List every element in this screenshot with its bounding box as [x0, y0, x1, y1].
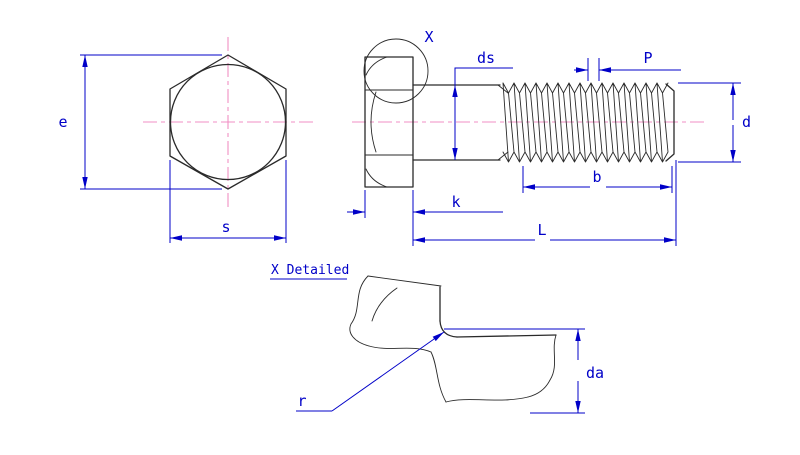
label-b: b	[592, 168, 601, 186]
thread-profile	[502, 82, 669, 163]
label-radius: r	[297, 392, 306, 410]
dimension-radius: r	[296, 331, 445, 412]
dimension-length: L	[413, 160, 677, 246]
front-view-hex-head	[169, 54, 287, 190]
detail-fillet-arc	[439, 320, 458, 338]
dimension-k-extension-lines	[364, 190, 414, 246]
detail-head-chamfer-arc	[371, 287, 398, 322]
dimension-s-extension-lines	[169, 160, 287, 243]
centerlines	[143, 37, 708, 207]
label-d: d	[742, 113, 751, 131]
head-chamfer-arcs	[365, 56, 388, 188]
detail-title: X Detailed	[270, 263, 349, 280]
detail-view-x	[349, 275, 557, 403]
detail-left-break-line	[349, 275, 370, 347]
dimension-da-extension-lines	[444, 328, 585, 414]
detail-inner-break-line	[430, 351, 447, 403]
label-s: s	[221, 218, 230, 236]
detail-head-bottom-break-line	[368, 345, 432, 353]
dimension-e: e	[58, 54, 222, 190]
label-length: L	[537, 221, 546, 239]
head-facet-lines	[364, 89, 414, 156]
bolt-end-chamfer	[665, 83, 675, 162]
detail-bottom-break-line	[445, 396, 529, 403]
label-detail-callout: X	[424, 28, 433, 46]
dimension-da: da	[444, 328, 604, 414]
label-pitch: P	[643, 49, 652, 67]
dimension-ds-line	[454, 67, 513, 160]
dimension-e-extension-lines	[80, 54, 222, 190]
side-view-bolt	[363, 38, 675, 188]
detail-callout-circle	[363, 38, 429, 104]
dimension-b: b	[522, 166, 673, 193]
label-ds: ds	[477, 49, 495, 67]
detail-shank-surface	[456, 334, 557, 338]
head-outline	[364, 56, 414, 188]
chamfer-circle	[169, 63, 287, 181]
dimension-ds: ds	[452, 49, 513, 160]
dimension-radius-leader	[331, 331, 445, 412]
label-da: da	[586, 364, 604, 382]
hexagon-outline	[169, 54, 287, 190]
dimension-d-extension-lines	[678, 82, 741, 163]
label-e: e	[58, 113, 67, 131]
label-k: k	[451, 193, 460, 211]
dimension-k: k	[347, 190, 503, 246]
detail-top-break-line	[367, 275, 442, 287]
dimension-pitch-extension-lines	[587, 58, 600, 81]
detail-callout: X	[424, 28, 433, 46]
label-detail-title: X Detailed	[271, 263, 349, 278]
dimension-d: d	[678, 82, 751, 163]
detail-right-break-line	[527, 334, 557, 398]
dimension-s: s	[169, 160, 287, 243]
dimensions: e s ds P d	[58, 28, 751, 414]
dimension-pitch: P	[574, 49, 681, 81]
